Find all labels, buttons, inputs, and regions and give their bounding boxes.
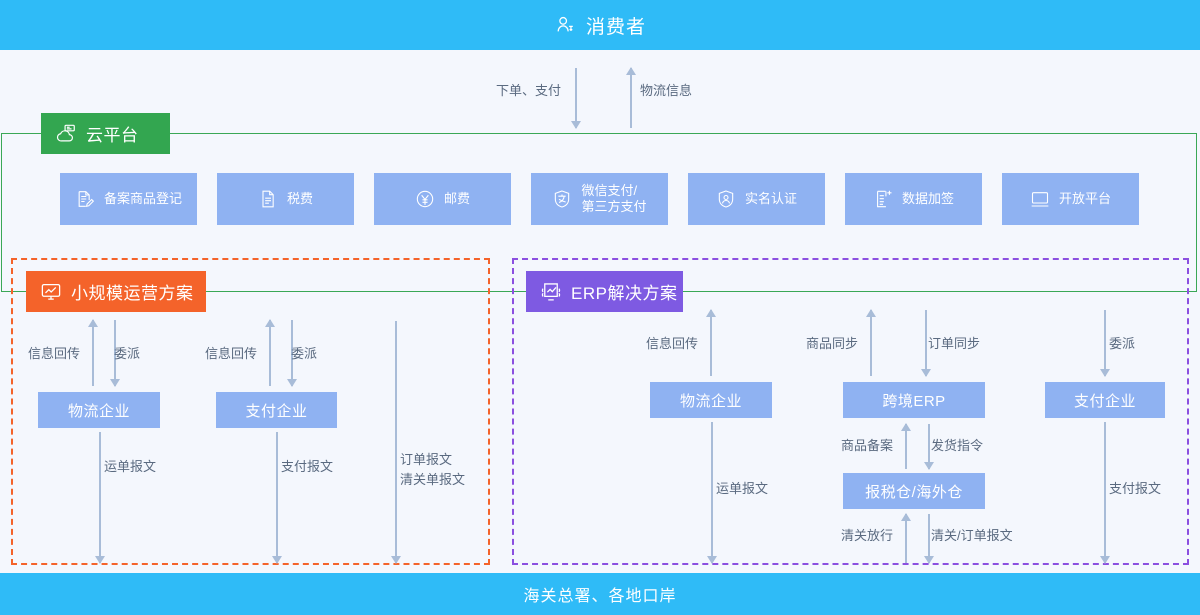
flow-label-delegate-erp: 委派 <box>1109 336 1136 351</box>
platform-card-wechat-pay[interactable]: 微信支付/ 第三方支付 <box>531 173 668 225</box>
cloud-platform-tag: 云平台 <box>41 113 170 154</box>
platform-card-real-name-auth[interactable]: 实名认证 <box>688 173 825 225</box>
document-edit-icon <box>75 189 95 209</box>
box-label: 物流企业 <box>67 402 130 420</box>
flow-label-product-filing: 商品备案 <box>840 438 893 453</box>
cloud-icon <box>55 123 77 145</box>
document-plus-icon <box>873 189 893 209</box>
box-bonded-overseas-warehouse[interactable]: 报税仓/海外仓 <box>843 473 985 509</box>
person-icon <box>554 14 576 36</box>
small-scale-panel <box>11 258 490 565</box>
arrow-info-return-logistics-small <box>88 319 98 386</box>
chart-monitor-icon <box>40 281 62 303</box>
arrow-info-return-logistics-erp <box>706 309 716 376</box>
platform-card-label: 数据加签 <box>901 190 954 206</box>
arrow-product-sync <box>866 309 876 376</box>
arrow-shipping-instruction <box>924 424 934 470</box>
consumer-bar: 消费者 <box>0 0 1200 50</box>
arrow-waybill-message-small <box>95 432 105 564</box>
platform-card-label: 开放平台 <box>1058 190 1111 206</box>
yen-circle-icon <box>415 189 435 209</box>
shield-person-icon <box>716 189 736 209</box>
platform-card-label: 备案商品登记 <box>103 190 182 206</box>
box-label: 报税仓/海外仓 <box>865 483 963 501</box>
flow-label-order-pay: 下单、支付 <box>495 83 561 98</box>
box-label: 物流企业 <box>679 392 742 410</box>
flow-label-info-return-erp: 信息回传 <box>645 336 698 351</box>
cloud-platform-label: 云平台 <box>86 126 139 145</box>
customs-label: 海关总署、各地口岸 <box>523 588 677 605</box>
erp-panel-tag: ERP解决方案 <box>526 271 683 312</box>
box-label: 跨境ERP <box>882 392 946 410</box>
erp-chart-icon <box>540 281 562 303</box>
box-payment-enterprise-erp[interactable]: 支付企业 <box>1045 382 1165 418</box>
arrow-info-return-payment-small <box>265 319 275 386</box>
platform-card-open-platform[interactable]: 开放平台 <box>1002 173 1139 225</box>
arrow-waybill-message-erp <box>707 422 717 564</box>
platform-card-label: 实名认证 <box>744 190 797 206</box>
flow-label-payment-message-small: 支付报文 <box>281 459 334 474</box>
flow-label-order-customs-message-small: 订单报文 清关单报文 <box>400 452 466 488</box>
erp-panel-label: ERP解决方案 <box>571 284 678 303</box>
box-label: 支付企业 <box>1073 392 1136 410</box>
flow-label-logistics-info: 物流信息 <box>640 83 693 98</box>
box-label: 支付企业 <box>245 402 308 420</box>
flow-label-customs-order-message: 清关/订单报文 <box>931 528 1013 543</box>
arrow-logistics-info <box>626 67 636 128</box>
flow-label-waybill-message-erp: 运单报文 <box>716 481 769 496</box>
flow-label-delegate-1: 委派 <box>114 346 141 361</box>
platform-card-postage[interactable]: 邮费 <box>374 173 511 225</box>
monitor-icon <box>1030 189 1050 209</box>
platform-card-tax[interactable]: 税费 <box>217 173 354 225</box>
box-logistics-enterprise-small[interactable]: 物流企业 <box>38 392 160 428</box>
flow-label-order-sync: 订单同步 <box>928 336 981 351</box>
arrow-delegate-payment-small <box>287 320 297 387</box>
arrow-order-sync <box>921 310 931 377</box>
flow-label-payment-message-erp: 支付报文 <box>1109 481 1162 496</box>
box-payment-enterprise-small[interactable]: 支付企业 <box>216 392 337 428</box>
arrow-order-customs-message-small <box>391 321 401 564</box>
customs-bar: 海关总署、各地口岸 <box>0 573 1200 615</box>
platform-card-label: 税费 <box>286 190 313 206</box>
arrow-delegate-logistics-small <box>110 320 120 387</box>
flow-label-waybill-message-small: 运单报文 <box>104 459 157 474</box>
arrow-customs-order-message <box>924 514 934 564</box>
platform-card-label: 微信支付/ 第三方支付 <box>581 182 647 214</box>
flow-label-delegate-2: 委派 <box>291 346 318 361</box>
flow-label-info-return-1: 信息回传 <box>27 346 80 361</box>
box-logistics-enterprise-erp[interactable]: 物流企业 <box>650 382 772 418</box>
arrow-product-filing <box>901 423 911 469</box>
small-scale-panel-tag: 小规模运营方案 <box>26 271 206 312</box>
small-scale-panel-label: 小规模运营方案 <box>71 284 194 303</box>
flow-label-shipping-instruction: 发货指令 <box>931 438 984 453</box>
flow-label-customs-release: 清关放行 <box>840 528 893 543</box>
platform-card-data-signing[interactable]: 数据加签 <box>845 173 982 225</box>
erp-panel <box>512 258 1189 565</box>
box-cross-border-erp[interactable]: 跨境ERP <box>843 382 985 418</box>
shield-alipay-icon <box>552 189 572 209</box>
arrow-payment-message-small <box>272 432 282 564</box>
platform-card-list: 备案商品登记 税费 邮费 <box>60 173 1139 225</box>
flow-label-product-sync: 商品同步 <box>805 336 858 351</box>
platform-card-filing[interactable]: 备案商品登记 <box>60 173 197 225</box>
platform-card-label: 邮费 <box>443 190 470 206</box>
document-icon <box>258 189 278 209</box>
consumer-label: 消费者 <box>585 16 646 38</box>
arrow-payment-message-erp <box>1100 422 1110 564</box>
arrow-delegate-payment-erp <box>1100 310 1110 377</box>
arrow-order-pay <box>571 68 581 129</box>
flow-label-info-return-2: 信息回传 <box>204 346 257 361</box>
arrow-customs-release <box>901 513 911 563</box>
